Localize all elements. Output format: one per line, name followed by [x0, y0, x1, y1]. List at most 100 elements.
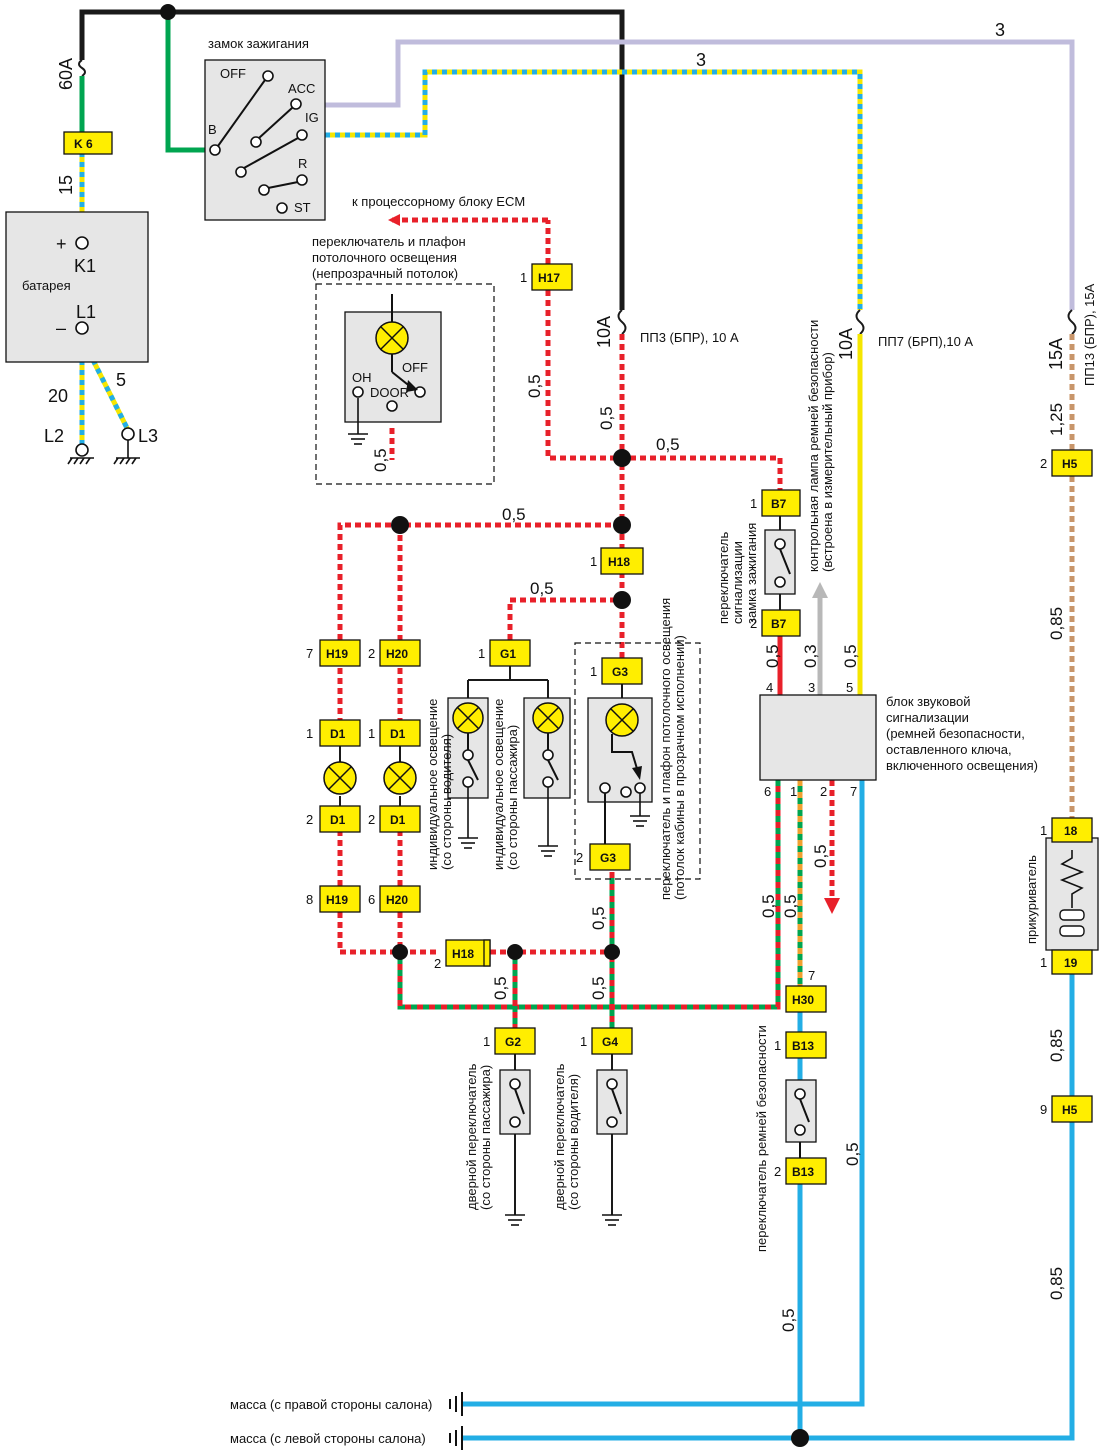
svg-text:0,5: 0,5	[759, 894, 778, 918]
fuse-10a-label-1: 10A	[594, 316, 614, 348]
svg-text:2: 2	[774, 1164, 781, 1179]
svg-text:L2: L2	[44, 426, 64, 446]
svg-text:1: 1	[368, 726, 375, 741]
svg-text:B: B	[208, 122, 217, 137]
fuse-60a	[78, 59, 86, 77]
svg-text:0,5: 0,5	[589, 976, 608, 1000]
svg-text:G2: G2	[505, 1035, 521, 1049]
wire-black	[79, 9, 625, 310]
connector-b7-1: B7 1	[750, 489, 801, 517]
svg-text:(со стороны пассажира): (со стороны пассажира)	[478, 1065, 493, 1210]
svg-text:0,5: 0,5	[530, 579, 554, 598]
svg-text:0,5: 0,5	[597, 406, 616, 430]
svg-text:6: 6	[764, 784, 771, 799]
junction-nodes	[160, 4, 809, 1447]
connector-h18-top: H18 1	[590, 547, 644, 575]
svg-text:блок звуковой: блок звуковой	[886, 694, 971, 709]
svg-text:7: 7	[808, 968, 815, 983]
svg-text:1: 1	[478, 646, 485, 661]
connector-d1-2a: D1 2	[306, 805, 361, 833]
svg-text:H20: H20	[386, 893, 408, 907]
svg-text:0,85: 0,85	[1047, 1267, 1066, 1300]
individual-light-passenger	[523, 697, 571, 857]
svg-text:(встроена в измерительный приб: (встроена в измерительный прибор)	[820, 352, 835, 572]
svg-text:H18: H18	[452, 947, 474, 961]
connector-g3-1: G3 1	[590, 657, 643, 685]
svg-text:ACC: ACC	[288, 81, 315, 96]
svg-text:B7: B7	[771, 617, 787, 631]
fuse-pp13-label: ПП13 (БПР), 15А	[1082, 283, 1097, 386]
svg-text:G3: G3	[600, 851, 616, 865]
connector-c18: 18 1	[1040, 817, 1093, 843]
svg-text:H17: H17	[538, 271, 560, 285]
svg-text:сигнализации: сигнализации	[730, 541, 745, 624]
svg-text:1: 1	[590, 664, 597, 679]
ground-right-label: масса (с правой стороны салона)	[230, 1397, 432, 1412]
svg-text:K 6: K 6	[74, 137, 93, 151]
svg-text:H5: H5	[1062, 457, 1078, 471]
svg-text:K1: K1	[74, 256, 96, 276]
svg-text:0,5: 0,5	[491, 976, 510, 1000]
connector-b13-1: B13 1	[774, 1031, 827, 1059]
svg-text:0,5: 0,5	[589, 906, 608, 930]
svg-text:G3: G3	[612, 665, 628, 679]
svg-text:20: 20	[48, 386, 68, 406]
connector-d1-2b: D1 2	[368, 805, 421, 833]
connector-b7-2: B7 2	[750, 609, 801, 637]
svg-text:0,5: 0,5	[843, 1142, 862, 1166]
svg-text:0,3: 0,3	[801, 644, 820, 668]
svg-text:2: 2	[306, 812, 313, 827]
connector-b13-2: B13 2	[774, 1157, 827, 1185]
svg-text:7: 7	[850, 784, 857, 799]
svg-text:1: 1	[1040, 955, 1047, 970]
svg-text:H19: H19	[326, 647, 348, 661]
svg-text:2: 2	[750, 616, 757, 631]
svg-text:2: 2	[368, 812, 375, 827]
connector-c19: 19 1	[1040, 949, 1093, 975]
svg-text:переключатель ремней безопасно: переключатель ремней безопасности	[754, 1025, 769, 1252]
svg-text:B13: B13	[792, 1039, 814, 1053]
svg-text:3: 3	[995, 20, 1005, 40]
connector-h19-7: H19 7	[306, 639, 361, 667]
svg-text:H19: H19	[326, 893, 348, 907]
svg-text:0,5: 0,5	[763, 644, 782, 668]
svg-text:4: 4	[766, 680, 773, 695]
svg-text:7: 7	[306, 646, 313, 661]
svg-text:(со стороны водителя): (со стороны водителя)	[566, 1074, 581, 1210]
connector-k6: K 6	[63, 131, 113, 155]
svg-text:2: 2	[1040, 456, 1047, 471]
svg-text:DOOR: DOOR	[370, 385, 409, 400]
component-leads	[339, 516, 1073, 1215]
connector-h20-6: H20 6	[368, 885, 421, 913]
battery: + K1 батарея L1 – L2 L3	[5, 211, 158, 465]
connector-h30: H30 7	[785, 968, 827, 1013]
svg-text:R: R	[298, 156, 307, 171]
svg-text:индивидуальное освещение: индивидуальное освещение	[425, 699, 440, 870]
fuse-pp3-label: ПП3 (БПР), 10 А	[640, 330, 739, 345]
svg-text:H30: H30	[792, 993, 814, 1007]
svg-text:индивидуальное освещение: индивидуальное освещение	[491, 699, 506, 870]
connector-h19-8: H19 8	[306, 885, 361, 913]
fuse-pp7-label: ПП7 (БРП),10 А	[878, 334, 973, 349]
svg-text:1: 1	[590, 554, 597, 569]
svg-text:9: 9	[1040, 1102, 1047, 1117]
ground-symbols-bottom	[449, 1392, 463, 1450]
svg-text:H5: H5	[1062, 1103, 1078, 1117]
svg-text:0,85: 0,85	[1047, 607, 1066, 640]
wire-yb-ig	[325, 69, 863, 310]
buzzer-unit: 4 3 5 6 1 2 7 блок звуковой сигнализации…	[759, 680, 1038, 799]
svg-text:0,5: 0,5	[841, 644, 860, 668]
fuse-60a-label: 60A	[56, 58, 76, 90]
svg-text:1: 1	[790, 784, 797, 799]
svg-text:1: 1	[774, 1038, 781, 1053]
lamp-d1-right	[383, 761, 417, 795]
wire-gauge-labels: 15 20 5 3 3 0,5 0,5 0,5 0,5 0,5 0,5 0,3 …	[48, 20, 1066, 1332]
svg-text:дверной переключатель: дверной переключатель	[464, 1063, 479, 1210]
svg-text:батарея: батарея	[22, 278, 71, 293]
svg-text:1: 1	[306, 726, 313, 741]
svg-text:5: 5	[116, 370, 126, 390]
svg-text:контрольная лампа ремней безоп: контрольная лампа ремней безопасности	[806, 320, 821, 572]
svg-text:G4: G4	[602, 1035, 618, 1049]
svg-text:2: 2	[434, 956, 441, 971]
